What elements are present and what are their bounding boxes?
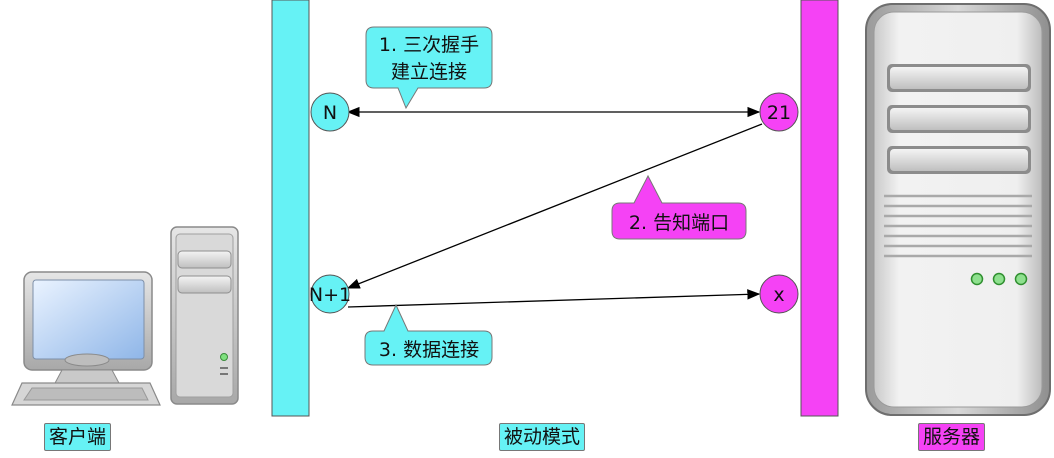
node-client-port-n1-label: N+1	[309, 284, 351, 306]
desktop-computer-icon	[11, 226, 239, 406]
callout-step1-line1: 1. 三次握手	[379, 34, 479, 56]
callout-step2: 2. 告知端口	[611, 174, 747, 240]
server-bar	[800, 0, 839, 417]
callout-step1-line2: 建立连接	[391, 61, 467, 83]
node-server-port-x-label: x	[773, 284, 784, 306]
node-server-port-21: 21	[759, 92, 799, 132]
mode-label: 被动模式	[499, 423, 586, 451]
callout-step3-text: 3. 数据连接	[379, 339, 479, 361]
callout-step2-text: 2. 告知端口	[629, 212, 729, 234]
port-notify-arrow	[346, 123, 763, 289]
node-server-port-21-label: 21	[767, 102, 791, 124]
callout-step3: 3. 数据连接	[364, 303, 493, 366]
node-server-port-x: x	[759, 274, 799, 314]
node-client-port-n1: N+1	[309, 274, 351, 314]
server-tower-icon	[865, 3, 1051, 416]
client-bar	[271, 0, 310, 417]
node-client-port-n: N	[310, 92, 350, 132]
callout-step1: 1. 三次握手 建立连接	[365, 26, 493, 110]
node-client-port-n-label: N	[323, 102, 337, 124]
server-label: 服务器	[918, 423, 986, 451]
data-connection-arrow	[347, 289, 761, 308]
client-label: 客户端	[44, 423, 112, 451]
